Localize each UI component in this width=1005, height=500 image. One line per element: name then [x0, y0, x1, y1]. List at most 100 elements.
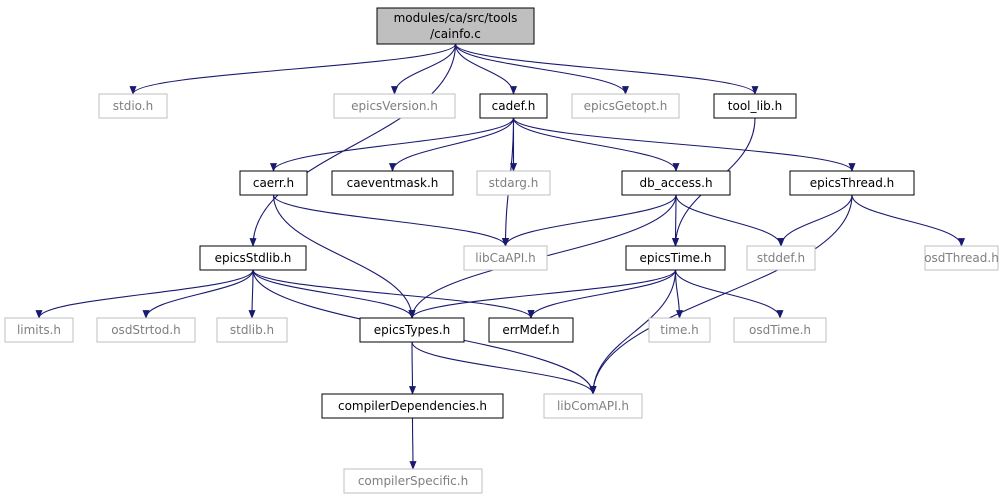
edge-epicsStdlib-to-osdStrtod	[142, 269, 254, 319]
node-stdlib-box	[216, 317, 288, 343]
node-cainfo-label: /cainfo.c	[430, 27, 481, 41]
node-osdThread: osdThread.h	[924, 245, 999, 271]
edge-epicsTime-to-errMdef	[527, 269, 677, 319]
edge-epicsTime-to-time	[674, 269, 684, 319]
node-epicsTypes-box	[359, 317, 465, 343]
edge-caerr-to-libCaAPI	[272, 194, 509, 247]
edge-cadef-to-db_access	[512, 117, 680, 172]
edge-cainfo-to-stdio	[129, 43, 457, 95]
node-epicsTime-box	[625, 245, 726, 271]
node-cainfo[interactable]: modules/ca/src/tools/cainfo.c	[376, 7, 535, 45]
edge-cainfo-to-epicsVersion	[391, 43, 457, 95]
edge-epicsThread-to-osdThread	[851, 194, 965, 247]
node-stdarg-box	[476, 170, 551, 196]
node-stdio-box	[98, 93, 168, 119]
edge-db_access-to-libCaAPI	[502, 194, 677, 247]
node-time-label: time.h	[660, 323, 699, 337]
node-time-box	[648, 317, 711, 343]
node-osdThread-box	[924, 245, 999, 271]
node-compilerSpecific-box	[343, 468, 483, 494]
node-stdlib-label: stdlib.h	[230, 323, 274, 337]
node-limits: limits.h	[4, 317, 74, 343]
node-db_access[interactable]: db_access.h	[621, 170, 731, 196]
edge-epicsTime-to-osdTime	[674, 269, 784, 319]
edge-cadef-to-caerr	[270, 117, 515, 172]
node-stddef-label: stddef.h	[757, 251, 805, 265]
edge-epicsStdlib-to-stdlib	[248, 269, 256, 319]
edge-db_access-to-stddef	[675, 194, 785, 247]
node-epicsGetopt: epicsGetopt.h	[571, 93, 680, 119]
node-epicsTime[interactable]: epicsTime.h	[625, 245, 726, 271]
node-limits-box	[4, 317, 74, 343]
node-stdarg-label: stdarg.h	[489, 176, 539, 190]
edge-epicsStdlib-to-errMdef	[252, 269, 535, 319]
node-errMdef-box	[488, 317, 574, 343]
node-osdTime-label: osdTime.h	[749, 323, 811, 337]
node-libComAPI-box	[543, 393, 643, 419]
node-cainfo-box	[376, 7, 535, 45]
node-epicsTime-label: epicsTime.h	[640, 251, 712, 265]
node-time: time.h	[648, 317, 711, 343]
node-compilerSpecific-label: compilerSpecific.h	[358, 474, 468, 488]
node-epicsVersion-label: epicsVersion.h	[351, 99, 438, 113]
node-osdTime-box	[733, 317, 827, 343]
node-compilerDependencies-box	[321, 393, 504, 419]
node-compilerDependencies[interactable]: compilerDependencies.h	[321, 393, 504, 419]
edge-caerr-to-epicsTypes	[272, 194, 416, 319]
edge-cadef-to-caeventmask	[389, 117, 515, 172]
node-epicsVersion-box	[333, 93, 456, 119]
node-osdStrtod: osdStrtod.h	[96, 317, 196, 343]
edge-epicsTime-to-epicsTypes	[408, 269, 677, 319]
node-errMdef-label: errMdef.h	[502, 323, 559, 337]
node-tool_lib-box	[713, 93, 797, 119]
edge-cainfo-to-epicsGetopt	[454, 43, 629, 95]
node-libComAPI: libComAPI.h	[543, 393, 643, 419]
node-epicsStdlib-label: epicsStdlib.h	[215, 251, 292, 265]
node-cadef[interactable]: cadef.h	[479, 93, 548, 119]
node-epicsVersion: epicsVersion.h	[333, 93, 456, 119]
edge-epicsStdlib-to-epicsTypes	[252, 269, 416, 319]
node-caerr[interactable]: caerr.h	[239, 170, 308, 196]
edge-cainfo-to-tool_lib	[454, 43, 759, 95]
node-compilerSpecific: compilerSpecific.h	[343, 468, 483, 494]
node-stdlib: stdlib.h	[216, 317, 288, 343]
node-libCaAPI-label: libCaAPI.h	[475, 251, 535, 265]
node-cainfo-label: modules/ca/src/tools	[394, 11, 518, 25]
edge-epicsTime-to-libComAPI	[589, 269, 677, 395]
node-stddef: stddef.h	[746, 245, 816, 271]
node-caerr-label: caerr.h	[253, 176, 294, 190]
node-stdarg: stdarg.h	[476, 170, 551, 196]
node-tool_lib-label: tool_lib.h	[728, 99, 782, 113]
node-epicsStdlib-box	[199, 245, 307, 271]
node-epicsGetopt-label: epicsGetopt.h	[584, 99, 668, 113]
node-caeventmask[interactable]: caeventmask.h	[331, 170, 454, 196]
node-libCaAPI: libCaAPI.h	[463, 245, 548, 271]
node-epicsThread[interactable]: epicsThread.h	[789, 170, 915, 196]
node-epicsThread-box	[789, 170, 915, 196]
edge-epicsTypes-to-libComAPI	[411, 341, 597, 395]
node-epicsStdlib[interactable]: epicsStdlib.h	[199, 245, 307, 271]
node-limits-label: limits.h	[17, 323, 61, 337]
node-osdStrtod-box	[96, 317, 196, 343]
node-epicsTypes[interactable]: epicsTypes.h	[359, 317, 465, 343]
edge-db_access-to-epicsTime	[671, 194, 680, 247]
node-cadef-box	[479, 93, 548, 119]
edge-compilerDependencies-to-compilerSpecific	[409, 417, 417, 470]
node-caeventmask-label: caeventmask.h	[347, 176, 439, 190]
node-epicsThread-label: epicsThread.h	[810, 176, 895, 190]
edge-cainfo-to-epicsStdlib	[249, 43, 457, 247]
edge-epicsThread-to-stddef	[777, 194, 853, 247]
edge-epicsStdlib-to-limits	[35, 269, 254, 319]
node-compilerDependencies-label: compilerDependencies.h	[338, 399, 487, 413]
node-cadef-label: cadef.h	[492, 99, 536, 113]
node-epicsTypes-label: epicsTypes.h	[374, 323, 450, 337]
node-osdTime: osdTime.h	[733, 317, 827, 343]
node-osdStrtod-label: osdStrtod.h	[111, 323, 181, 337]
node-caeventmask-box	[331, 170, 454, 196]
node-tool_lib[interactable]: tool_lib.h	[713, 93, 797, 119]
node-errMdef[interactable]: errMdef.h	[488, 317, 574, 343]
edge-epicsThread-to-libComAPI	[589, 194, 853, 395]
node-osdThread-label: osdThread.h	[924, 251, 999, 265]
edge-epicsTypes-to-compilerDependencies	[408, 341, 417, 395]
